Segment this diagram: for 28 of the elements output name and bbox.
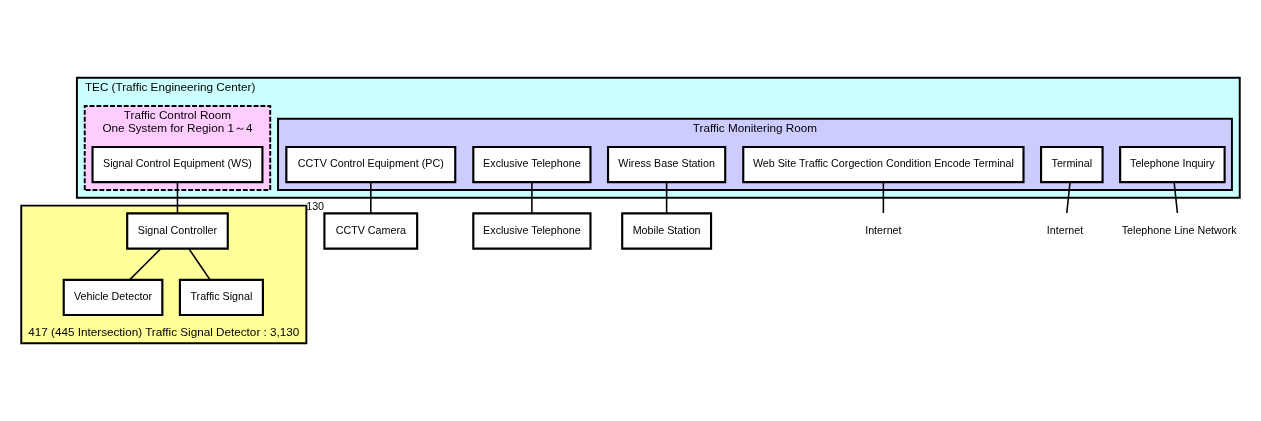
node-box: Vehicle Detector	[62, 278, 164, 317]
connector	[176, 181, 179, 214]
node-box: Telephone Inquiry	[1119, 145, 1226, 184]
connector	[1173, 181, 1179, 214]
node-text: Telephone Line Network	[1121, 223, 1237, 236]
node-label: 130	[306, 200, 325, 213]
connector	[665, 181, 668, 214]
node-box: CCTV Control Equipment (PC)	[285, 145, 457, 184]
node-text: Internet	[1046, 223, 1084, 236]
node-text: Internet	[865, 223, 902, 236]
cluster	[20, 204, 308, 345]
node-box: Traffic Signal	[178, 278, 264, 317]
connector	[188, 248, 211, 281]
connector	[370, 181, 372, 214]
node-box: Exclusive Telephone	[472, 145, 592, 184]
node-box: Wiress Base Station	[606, 145, 727, 184]
node-box: Signal Controller	[126, 212, 229, 250]
connector	[882, 181, 885, 214]
connector	[531, 181, 533, 214]
node-box: CCTV Camera	[323, 212, 419, 250]
node-box: Web Site Traffic Corgection Condition Encode Terminal	[742, 145, 1025, 184]
connector	[129, 248, 162, 281]
node-box: Terminal	[1040, 145, 1104, 184]
node-box: Exclusive Telephone	[472, 212, 592, 250]
node-label: 417 (445 Intersection) Traffic Signal Detector : 3,130	[28, 325, 300, 339]
node-box: Mobile Station	[621, 212, 713, 250]
connector	[1066, 181, 1071, 214]
node-box: Signal Control Equipment (WS)	[91, 145, 264, 184]
